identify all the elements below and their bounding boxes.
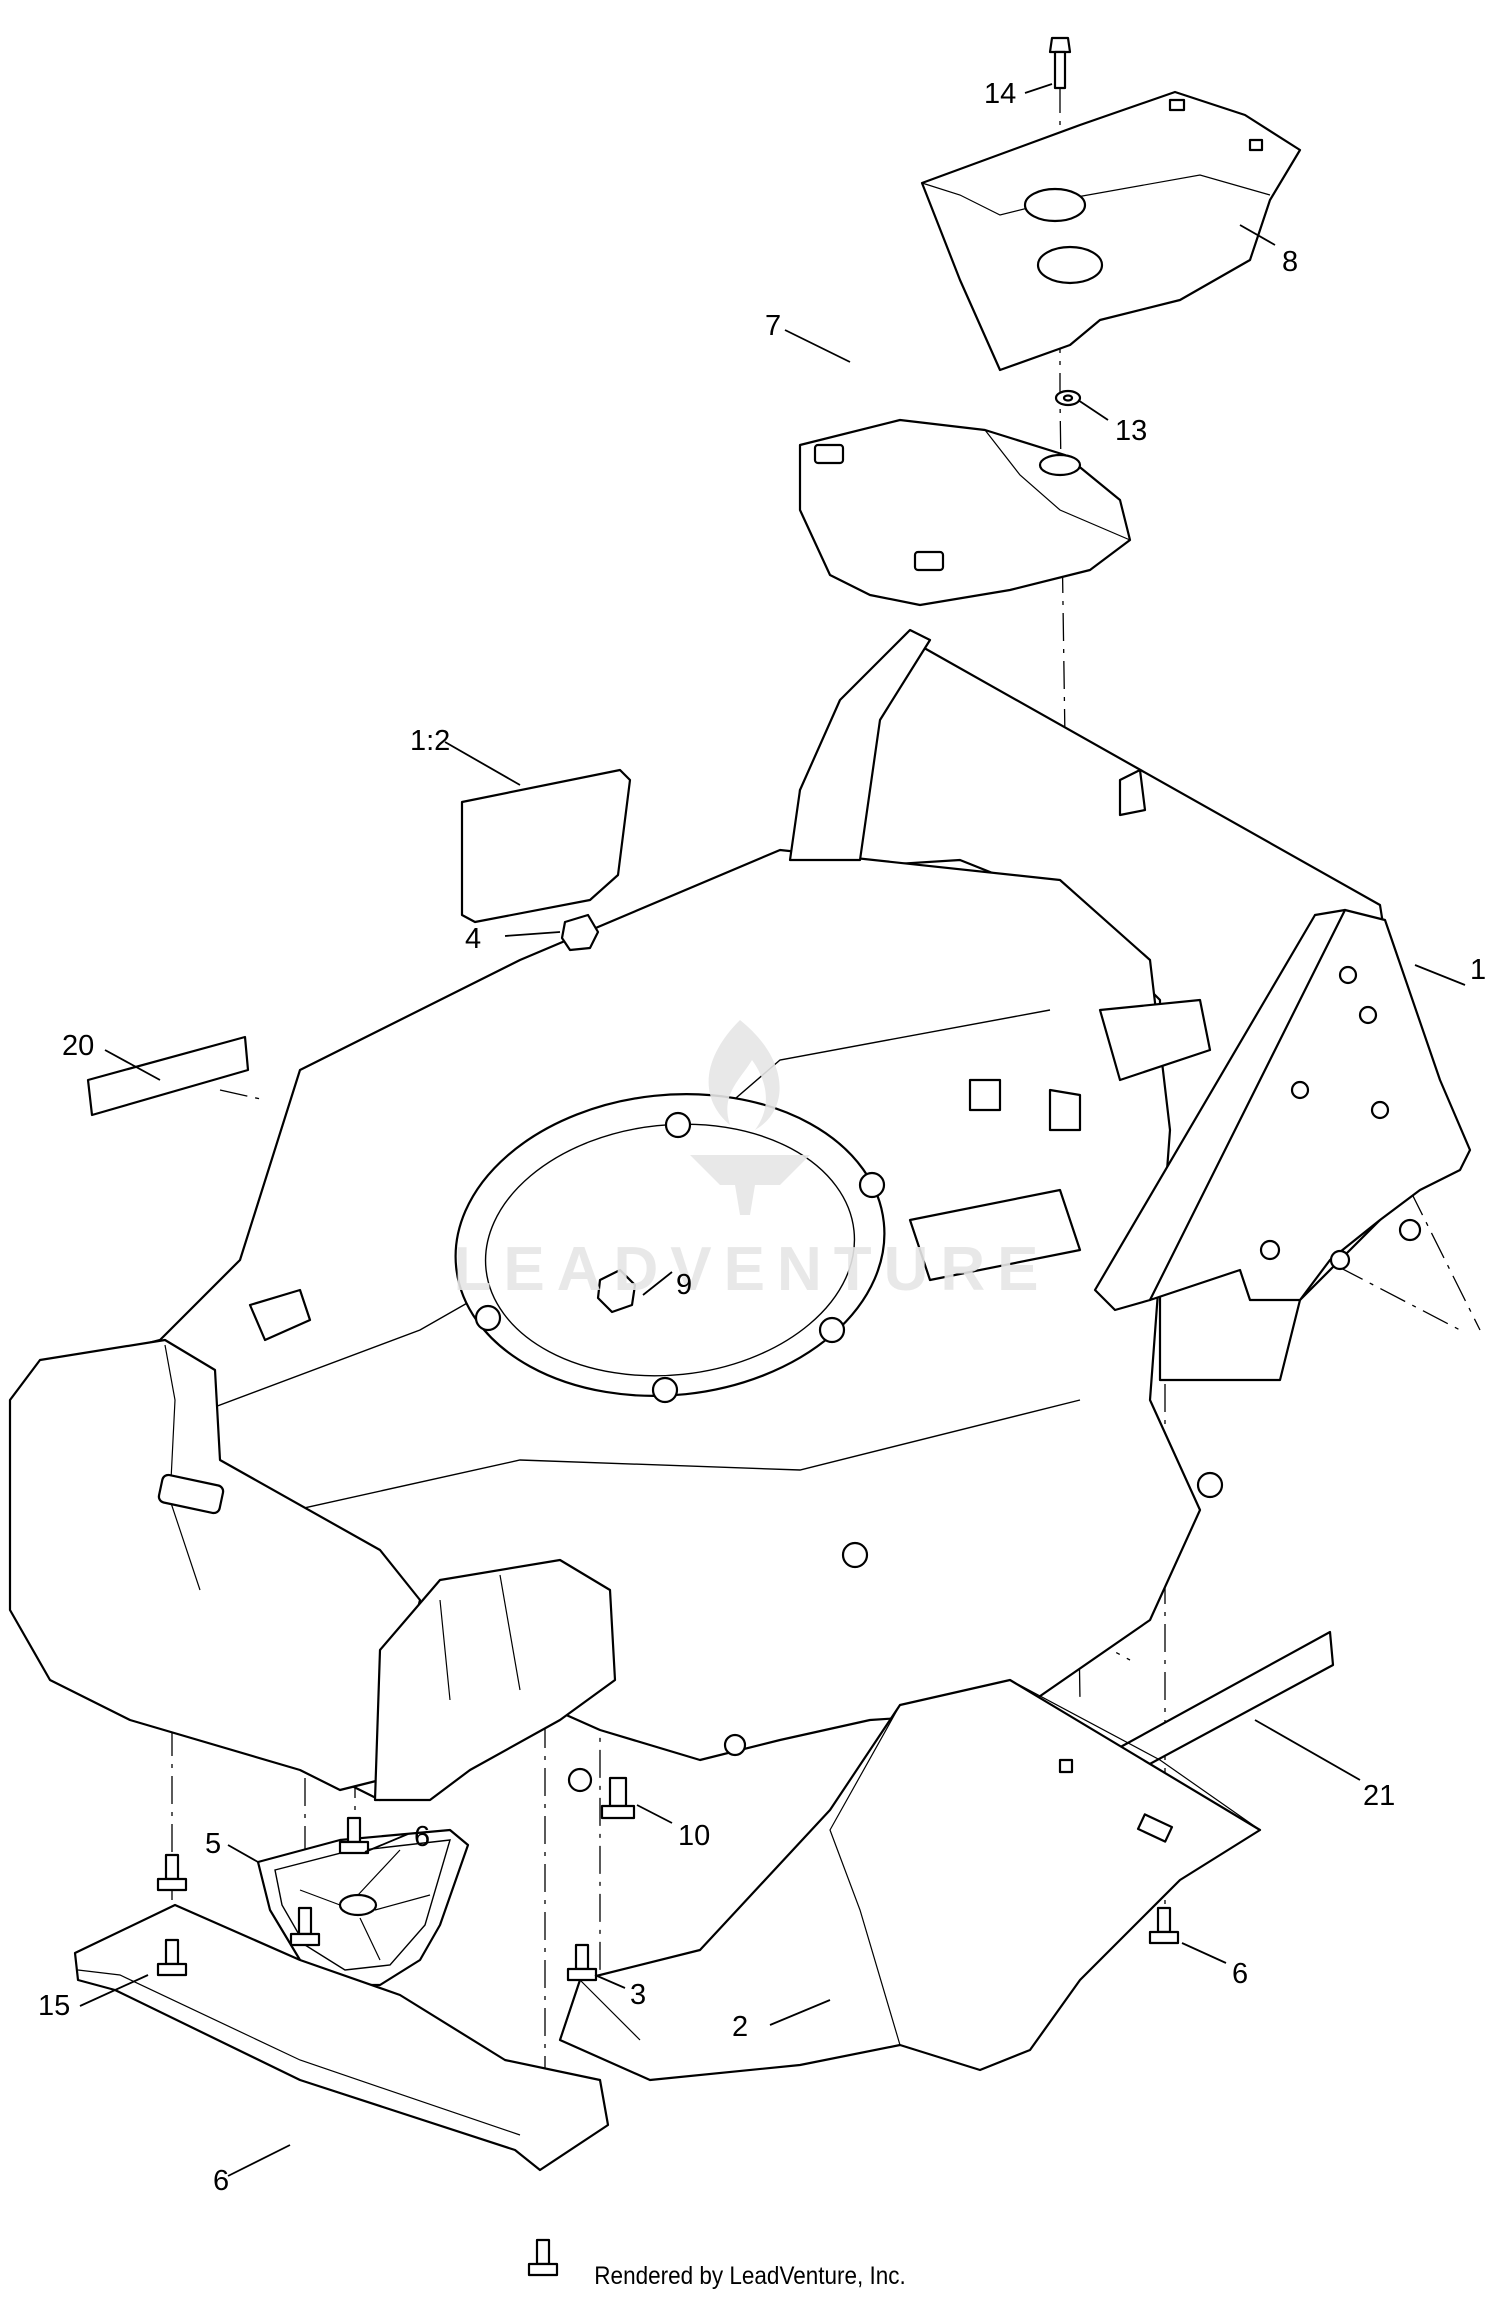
callout-14: 14	[984, 78, 1016, 110]
bolt-14	[1048, 36, 1072, 90]
bolt-bottom	[527, 2238, 559, 2277]
decal-21	[1113, 1630, 1335, 1782]
bolt-3	[566, 1943, 598, 1982]
bolt-left-lower	[156, 1938, 188, 1977]
callout-4: 4	[465, 923, 481, 955]
decal-20	[86, 1035, 250, 1117]
callout-10: 10	[678, 1820, 710, 1852]
callout-6-mid: 6	[414, 1821, 430, 1853]
leader-lines	[79, 83, 1466, 2177]
footer-credit: Rendered by LeadVenture, Inc.	[0, 2262, 1500, 2291]
callout-5: 5	[205, 1828, 221, 1860]
callout-21: 21	[1363, 1780, 1395, 1812]
nut-4	[560, 913, 600, 952]
callout-20: 20	[62, 1030, 94, 1062]
callout-6-right: 6	[1232, 1958, 1248, 1990]
callout-1-2: 1:2	[410, 725, 450, 757]
rear-top-cover	[920, 90, 1302, 372]
watermark-text: LEADVENTURE	[453, 1235, 1050, 1304]
bolt-10	[600, 1776, 636, 1820]
callout-labels: 14 8 7 13 1:2 4 1 20 9 10 21 5 6 6 6 15 …	[38, 78, 1486, 2197]
top-cover	[798, 418, 1132, 607]
bolt-6-left	[156, 1853, 188, 1892]
washer-13	[1054, 389, 1082, 407]
nut-9	[596, 1268, 637, 1314]
discharge-chute	[558, 1678, 1262, 2082]
bolt-6-bottom	[289, 1906, 321, 1947]
callout-9: 9	[676, 1269, 692, 1301]
callout-1: 1	[1470, 954, 1486, 986]
footer-credit-text: Rendered by LeadVenture, Inc.	[594, 2262, 906, 2290]
callout-8: 8	[1282, 246, 1298, 278]
bolt-6-mid	[338, 1816, 370, 1855]
callout-2: 2	[732, 2011, 748, 2043]
callout-7: 7	[765, 310, 781, 342]
callout-3: 3	[630, 1979, 646, 2011]
callout-13: 13	[1115, 415, 1147, 447]
mower-deck	[8, 628, 1472, 1802]
callout-6-bottom: 6	[213, 2165, 229, 2197]
leadventure-watermark: LEADVENTURE	[453, 1020, 1050, 1304]
bolt-6-right	[1148, 1906, 1180, 1945]
deck-decal-1-2	[460, 768, 632, 924]
callout-15: 15	[38, 1990, 70, 2022]
